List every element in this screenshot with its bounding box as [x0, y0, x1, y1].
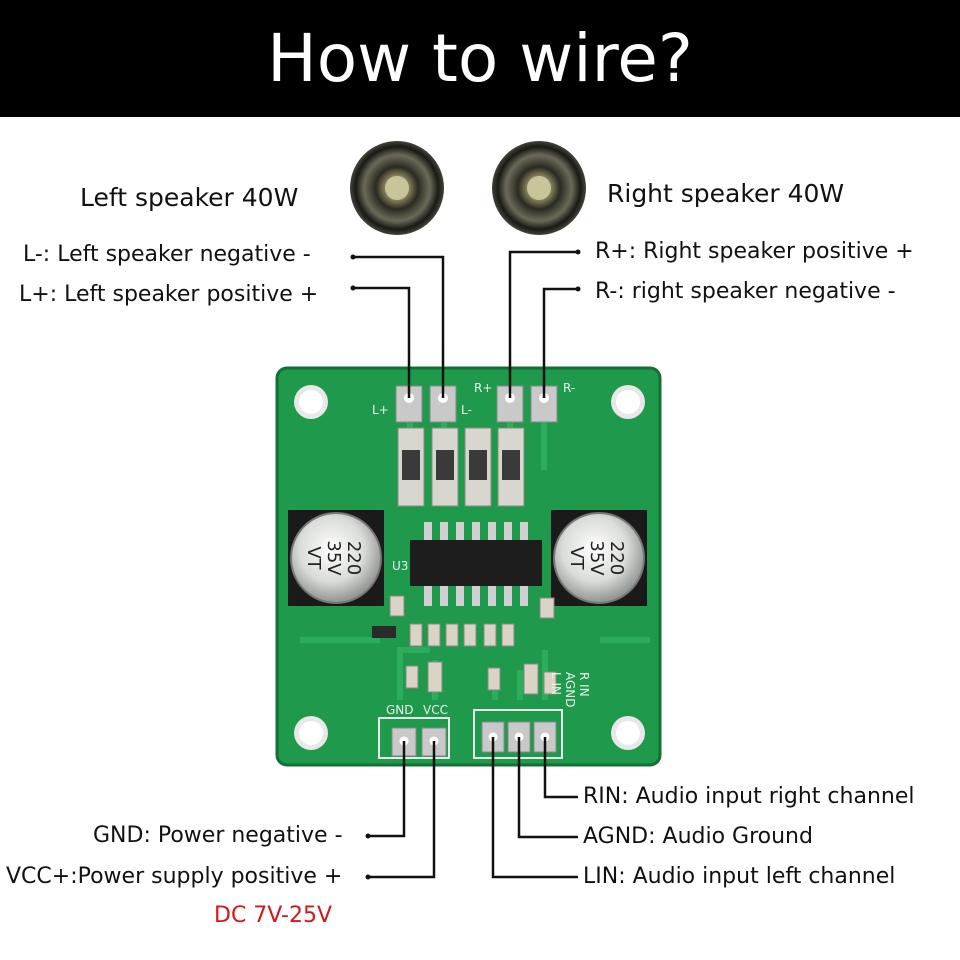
page-title: How to wire?	[267, 20, 693, 97]
amplifier-board: 220 35V VT 220 35V VT	[275, 366, 662, 767]
cap-right-text-3: VT	[566, 546, 587, 570]
silk-u3: U3	[392, 559, 408, 573]
label-gnd: GND: Power negative -	[93, 823, 343, 848]
label-agnd: AGND: Audio Ground	[583, 824, 813, 849]
cap-right-text-2: 35V	[586, 540, 607, 576]
label-l-positive: L+: Left speaker positive +	[19, 282, 319, 307]
label-r-positive: R+: Right speaker positive +	[595, 239, 914, 264]
cap-left-text-3: VT	[303, 546, 324, 570]
left-speaker-label: Left speaker 40W	[80, 183, 299, 212]
label-rin: RIN: Audio input right channel	[583, 784, 915, 809]
label-r-negative: R-: right speaker negative -	[595, 279, 896, 304]
left-speaker-icon	[350, 141, 444, 235]
silk-lpos: L+	[372, 403, 389, 417]
label-vcc: VCC+:Power supply positive +	[6, 864, 343, 889]
cap-left-text-1: 220	[343, 541, 364, 575]
capacitor-right	[551, 510, 647, 606]
label-voltage-range: DC 7V-25V	[214, 903, 333, 928]
silk-gnd: GND	[386, 703, 414, 717]
silk-lneg: L-	[461, 403, 472, 417]
silk-rneg: R-	[563, 381, 575, 395]
silk-vcc: VCC	[423, 703, 448, 717]
header-bar	[0, 0, 960, 117]
cap-left-text-2: 35V	[323, 540, 344, 576]
leader-lines	[353, 250, 578, 879]
silk-rin: R IN	[577, 672, 591, 697]
right-speaker-icon	[492, 141, 586, 235]
mounting-hole-icon	[294, 385, 645, 750]
label-l-negative: L-: Left speaker negative -	[23, 242, 311, 267]
amplifier-ic	[410, 522, 542, 606]
right-speaker-label: Right speaker 40W	[607, 179, 845, 208]
silk-agnd: AGND	[563, 672, 577, 708]
cap-right-text-1: 220	[606, 541, 627, 575]
silk-lin: L IN	[549, 672, 563, 695]
capacitor-left	[288, 510, 384, 606]
silk-rpos: R+	[474, 381, 492, 395]
label-lin: LIN: Audio input left channel	[583, 864, 896, 889]
